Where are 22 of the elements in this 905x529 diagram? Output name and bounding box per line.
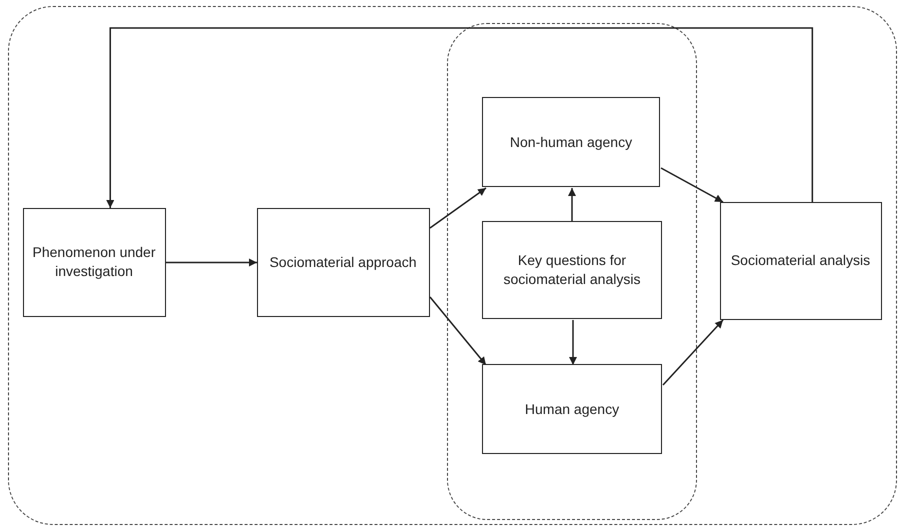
arrow <box>166 258 257 266</box>
process-box <box>256 208 430 316</box>
arrow <box>568 188 576 222</box>
box-label: Non-human agency <box>508 132 634 152</box>
box-label: Human agency <box>524 400 620 418</box>
process-box <box>482 97 660 187</box>
process-box <box>482 364 662 454</box>
dashed-container <box>446 22 696 520</box>
process-box <box>720 202 882 320</box>
dashed-container <box>8 6 897 525</box>
process-box <box>22 208 166 316</box>
box-label: Key questions for sociomaterial analysis <box>502 251 642 289</box>
arrow <box>660 167 724 203</box>
process-box <box>482 221 662 319</box>
arrow <box>429 296 487 366</box>
box-label: Sociomaterial analysis <box>730 251 872 270</box>
arrow <box>106 27 814 208</box>
box-label: Sociomaterial approach <box>268 252 418 272</box>
arrow <box>569 320 577 365</box>
arrow <box>662 320 724 386</box>
box-label: Phenomenon under investigation <box>32 243 156 281</box>
arrow <box>430 187 486 229</box>
